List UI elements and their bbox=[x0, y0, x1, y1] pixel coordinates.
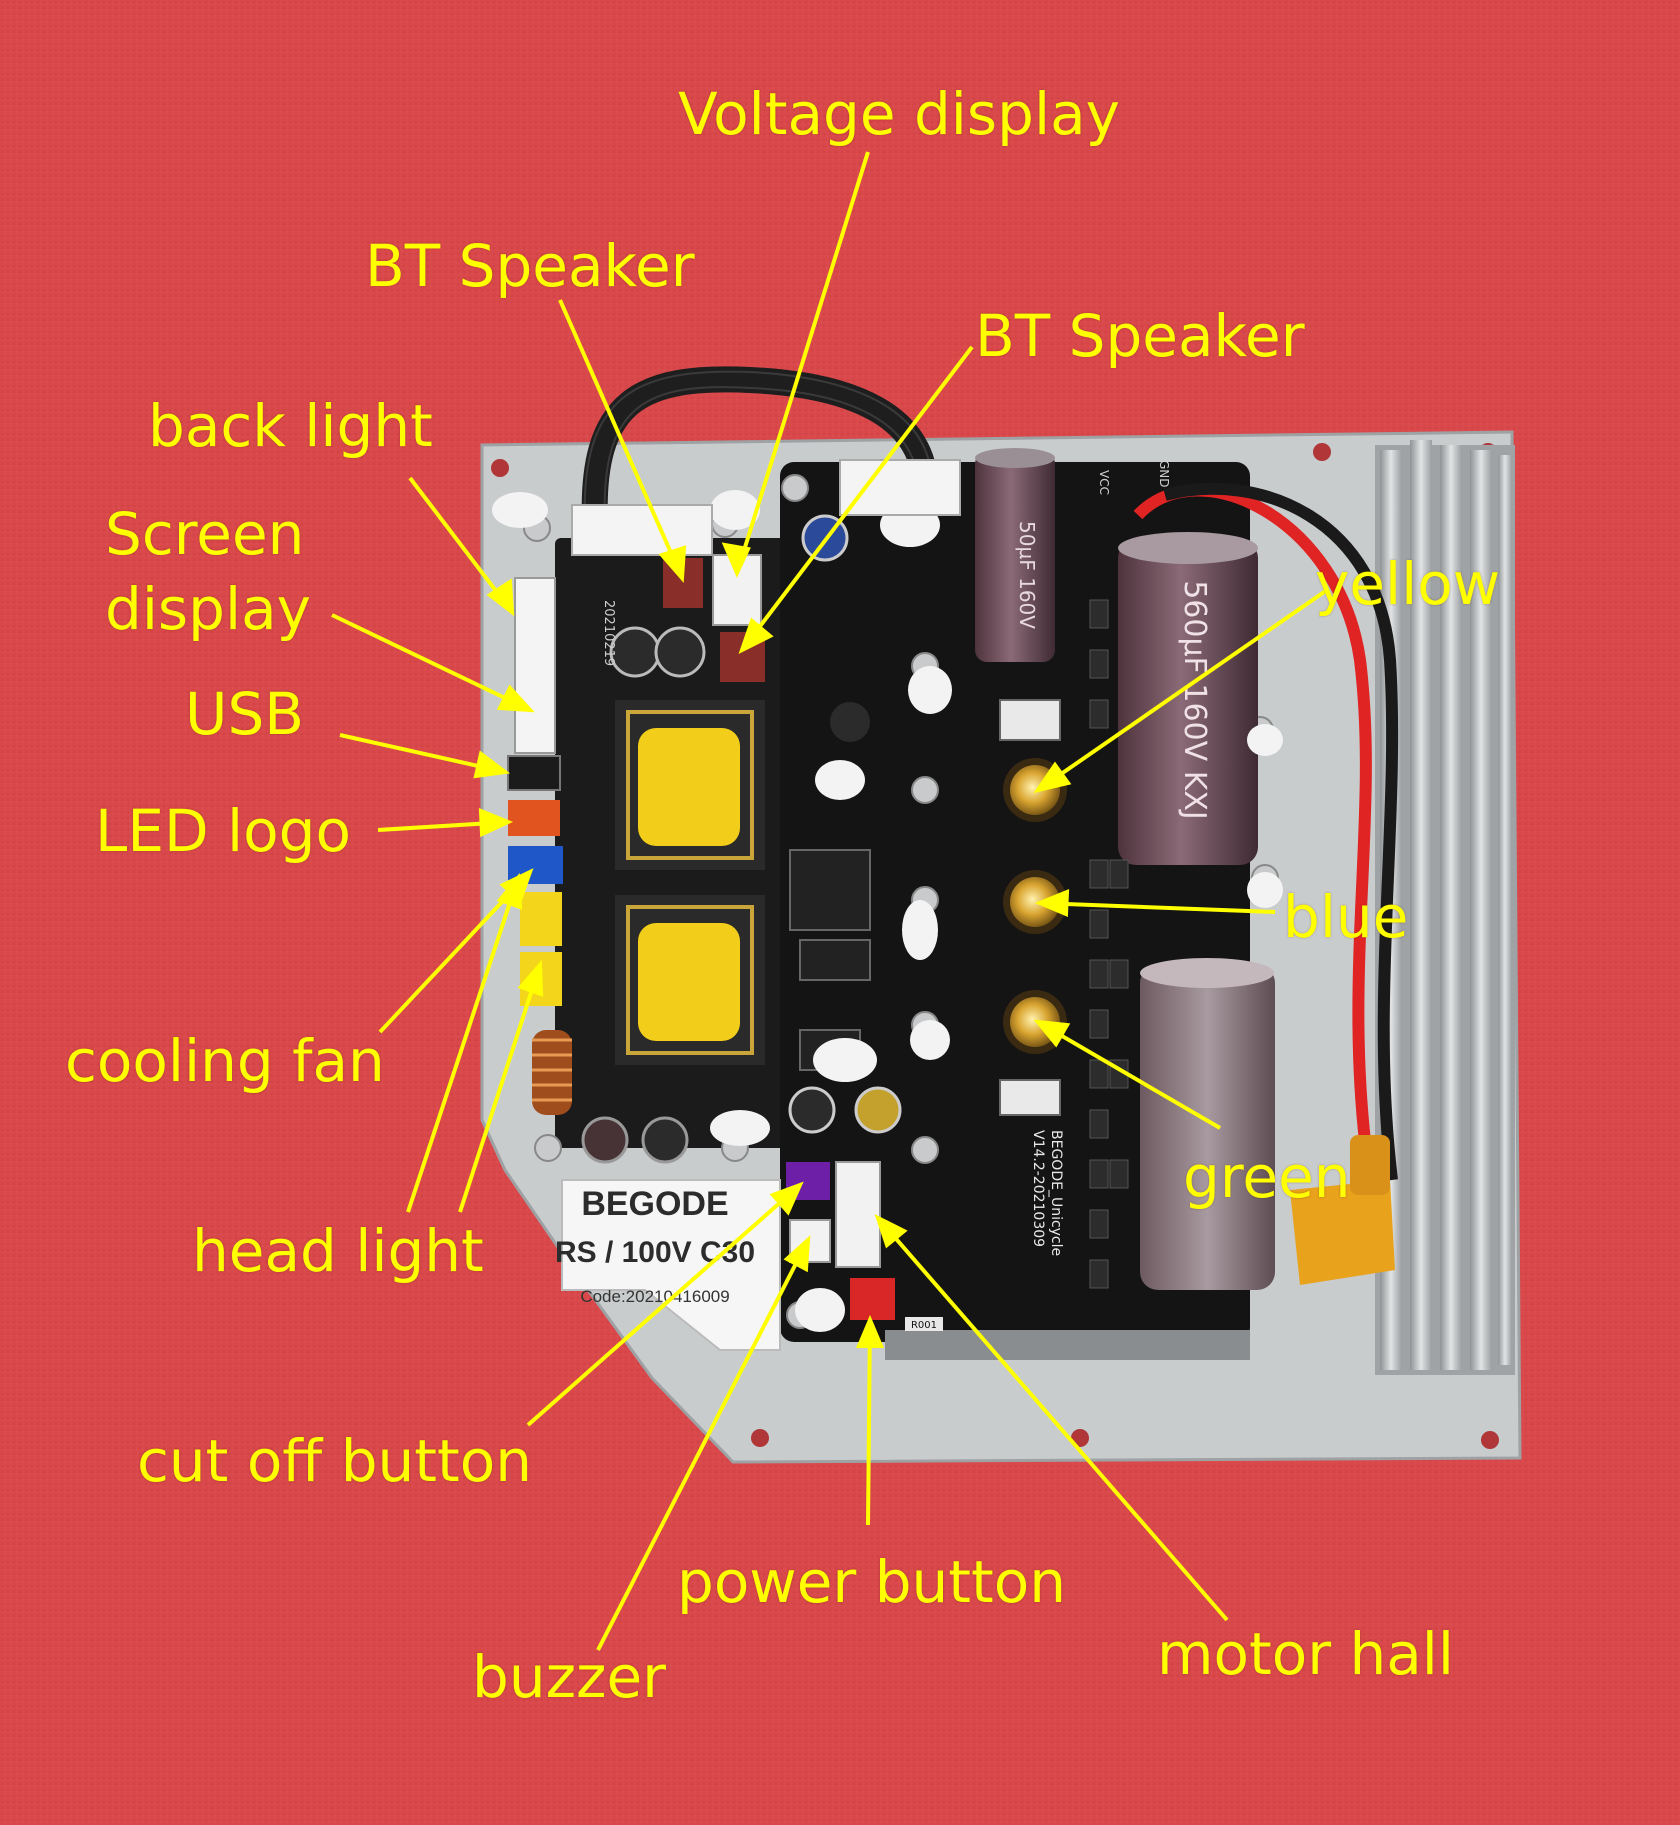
label-screen-display-line1: Screen bbox=[105, 500, 305, 568]
connector-screen-display bbox=[514, 577, 556, 754]
toroid-inductor bbox=[532, 1030, 572, 1115]
arrow-bt-speaker-1 bbox=[558, 299, 684, 579]
arrow-power-button bbox=[866, 1319, 872, 1526]
arrow-head-light-1 bbox=[406, 877, 520, 1213]
top-connector-right bbox=[839, 459, 961, 516]
arrow-bt-speaker-2 bbox=[740, 345, 974, 652]
label-green: green bbox=[1183, 1143, 1351, 1211]
ic-chips bbox=[789, 699, 1061, 1116]
cap-text-large: 560µF 160V KXJ bbox=[1177, 580, 1212, 820]
pcb-model-print: BEGODE_Unicycle bbox=[1048, 1130, 1064, 1256]
mosfet-array bbox=[1089, 599, 1129, 1289]
capacitor-large-top: 560µF 160V KXJ bbox=[1118, 532, 1258, 865]
annotation-arrows bbox=[331, 151, 1329, 1651]
arrow-green bbox=[1036, 1020, 1222, 1130]
pcb-date-print: 20210219 bbox=[601, 600, 616, 666]
arrow-head-light-2 bbox=[458, 964, 542, 1213]
connector-motor-hall bbox=[835, 1161, 881, 1268]
sticker-line3: Code:20210416009 bbox=[580, 1287, 729, 1306]
transformer-bottom bbox=[615, 895, 765, 1065]
connector-usb bbox=[507, 755, 561, 791]
label-led-logo: LED logo bbox=[95, 797, 351, 865]
phase-terminal-blue bbox=[1003, 870, 1067, 934]
label-screen-display-line2: display bbox=[105, 575, 311, 644]
capacitor-large-bottom bbox=[1140, 958, 1275, 1290]
shunt-print: R001 bbox=[911, 1320, 937, 1331]
label-yellow: yellow bbox=[1315, 550, 1501, 618]
connector-power-button bbox=[850, 1278, 895, 1320]
label-bt-speaker-1: BT Speaker bbox=[365, 232, 695, 300]
pcb-bottom-edge bbox=[885, 1330, 1250, 1360]
arrow-cut-off-button bbox=[526, 1183, 802, 1427]
label-motor-hall: motor hall bbox=[1157, 1620, 1455, 1688]
gnd-print: GND bbox=[1157, 460, 1171, 488]
ribbon-cable-strands bbox=[583, 370, 933, 526]
arrow-screen-display bbox=[331, 613, 531, 712]
label-usb: USB bbox=[185, 680, 305, 748]
arrow-blue bbox=[1039, 901, 1276, 914]
top-connector-left bbox=[571, 504, 713, 556]
model-sticker: BEGODE RS / 100V C30 Code:20210416009 bbox=[555, 1179, 781, 1351]
connector-led-logo bbox=[508, 800, 560, 836]
small-capacitors bbox=[581, 514, 902, 1164]
label-power-button: power button bbox=[677, 1548, 1067, 1616]
label-blue: blue bbox=[1283, 883, 1409, 951]
arrow-buzzer bbox=[596, 1239, 810, 1651]
capacitor-small-top: 50µF 160V bbox=[975, 448, 1055, 662]
label-cooling-fan: cooling fan bbox=[65, 1027, 385, 1095]
label-back-light: back light bbox=[148, 392, 433, 460]
label-buzzer: buzzer bbox=[472, 1643, 666, 1711]
label-cut-off-button: cut off button bbox=[137, 1427, 533, 1495]
label-bt-speaker-2: BT Speaker bbox=[975, 302, 1305, 370]
cap-text-small: 50µF 160V bbox=[1015, 521, 1039, 629]
xt-connector bbox=[1290, 1135, 1395, 1285]
arrow-yellow bbox=[1036, 588, 1329, 792]
arrow-voltage-display bbox=[735, 151, 870, 574]
black-power-wire bbox=[1163, 482, 1399, 1181]
shunt-resistor bbox=[905, 1317, 943, 1331]
transformer-top bbox=[615, 700, 765, 870]
label-voltage-display: Voltage display bbox=[678, 80, 1120, 148]
connector-cooling-fan bbox=[520, 892, 562, 946]
vcc-print: VCC bbox=[1097, 470, 1111, 495]
glue-blobs bbox=[492, 490, 1283, 1332]
label-head-light: head light bbox=[192, 1217, 484, 1285]
arrow-motor-hall bbox=[876, 1216, 1229, 1622]
pcb-version-print: V14.2-20210309 bbox=[1030, 1130, 1046, 1247]
heatsink bbox=[1375, 440, 1515, 1375]
sticker-line1: BEGODE bbox=[581, 1185, 728, 1223]
ribbon-cable bbox=[581, 366, 938, 526]
label-screen-display: Screen display bbox=[105, 497, 311, 648]
